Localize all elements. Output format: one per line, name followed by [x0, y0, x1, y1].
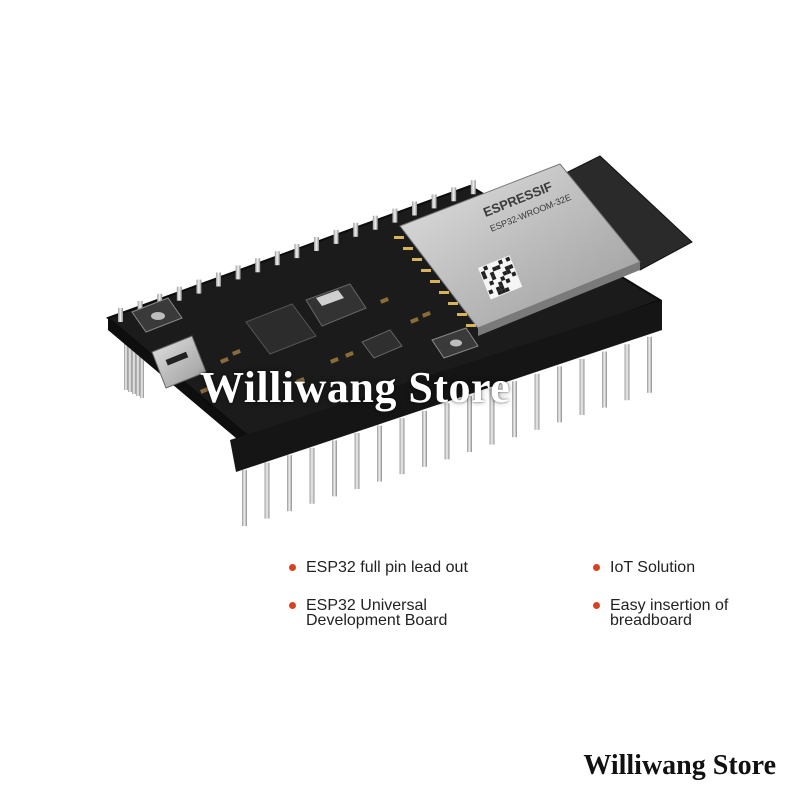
feature-item: ESP32 full pin lead out	[289, 559, 468, 576]
pcb-edge	[108, 318, 262, 460]
feature-item: Easy insertion of breadboard	[593, 597, 729, 629]
watermark-text: Williwang Store	[200, 363, 511, 412]
module-pads	[394, 236, 476, 327]
side-header-pins	[124, 330, 144, 398]
regulator-small	[361, 329, 403, 359]
voltage-regulator	[305, 283, 367, 327]
product-photo: ESPRESSIF ESP32-WROOM-32E	[106, 155, 693, 526]
feature-item: ESP32 Universal Development Board	[289, 597, 448, 629]
smd-components	[200, 297, 431, 394]
micro-usb-port	[151, 335, 207, 389]
bullet-dot-icon	[593, 602, 600, 609]
feature-item: IoT Solution	[593, 559, 696, 576]
en-button	[431, 327, 479, 359]
feature-text: Easy insertion of breadboard	[610, 597, 729, 629]
boot-button	[131, 297, 183, 333]
feature-text: ESP32 full pin lead out	[306, 559, 468, 576]
store-name: Williwang Store	[583, 750, 776, 781]
front-header-pins	[242, 336, 652, 526]
bullet-dot-icon	[289, 564, 296, 571]
feature-text: IoT Solution	[610, 559, 696, 576]
feature-text: ESP32 Universal Development Board	[306, 597, 448, 629]
usb-uart-chip	[245, 303, 317, 355]
qr-code	[478, 255, 523, 300]
bullet-dot-icon	[289, 602, 296, 609]
front-header-strip	[230, 300, 662, 472]
bullet-dot-icon	[593, 564, 600, 571]
